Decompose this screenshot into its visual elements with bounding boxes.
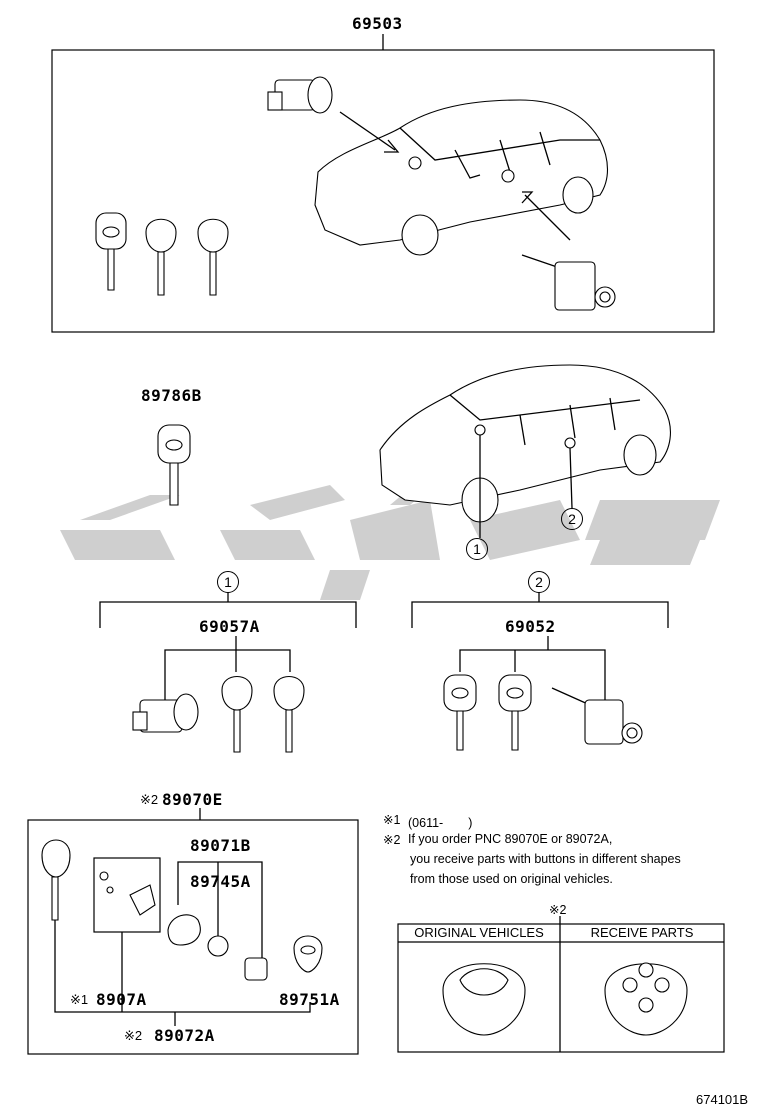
part-number-8907a: 8907A bbox=[96, 990, 147, 1009]
ignition-cylinder-middle bbox=[132, 693, 199, 733]
marker-circle-1-group: 1 bbox=[217, 571, 239, 593]
keys-group-1 bbox=[221, 676, 305, 753]
keys-top bbox=[95, 212, 229, 296]
note-2-mark: ※2 bbox=[383, 833, 401, 847]
note-2-line-1: If you order PNC 89070E or 89072A, bbox=[408, 832, 613, 846]
box-89070e bbox=[27, 808, 359, 1055]
ignition-cylinder-top bbox=[267, 76, 333, 114]
figure-id: 674101B bbox=[696, 1092, 749, 1107]
key-89786b-drawing bbox=[157, 424, 191, 506]
part-number-89071b: 89071B bbox=[190, 836, 251, 855]
keys-group-2 bbox=[443, 674, 532, 751]
note-2-line-2: you receive parts with buttons in differ… bbox=[410, 852, 681, 866]
car-illustration-middle bbox=[379, 364, 671, 538]
bracket-group-2 bbox=[411, 592, 669, 700]
mark-89070e: ※2 bbox=[140, 792, 159, 807]
bracket-group-1 bbox=[99, 592, 357, 700]
note-1-mark: ※1 bbox=[383, 813, 401, 827]
marker-circle-2-group: 2 bbox=[528, 571, 550, 593]
part-number-69503: 69503 bbox=[352, 14, 403, 33]
mark-89072a: ※2 bbox=[124, 1028, 143, 1043]
table-header-original: ORIGINAL VEHICLES bbox=[414, 925, 544, 940]
comparison-table-frame bbox=[397, 916, 725, 1053]
marker-circle-2-car: 2 bbox=[561, 508, 583, 530]
part-number-69057a: 69057A bbox=[199, 617, 260, 636]
box-69503 bbox=[51, 49, 715, 333]
door-lock-top bbox=[521, 254, 616, 311]
door-lock-middle bbox=[551, 687, 643, 745]
note-2-line-3: from those used on original vehicles. bbox=[410, 872, 613, 886]
car-illustration-top bbox=[314, 99, 609, 256]
marker-circle-1-car: 1 bbox=[466, 538, 488, 560]
part-number-89745a: 89745A bbox=[190, 872, 251, 891]
part-number-69052: 69052 bbox=[505, 617, 556, 636]
part-number-89070e: 89070E bbox=[162, 790, 223, 809]
table-mark: ※2 bbox=[549, 903, 567, 917]
part-number-89072a: 89072A bbox=[154, 1026, 215, 1045]
table-header-receive: RECEIVE PARTS bbox=[590, 925, 694, 940]
part-number-89786b: 89786B bbox=[141, 386, 202, 405]
mark-8907a: ※1 bbox=[70, 992, 89, 1007]
bottom-parts bbox=[41, 839, 323, 1026]
note-1-text: (0611- ) bbox=[408, 816, 473, 830]
part-number-89751a: 89751A bbox=[279, 990, 340, 1009]
